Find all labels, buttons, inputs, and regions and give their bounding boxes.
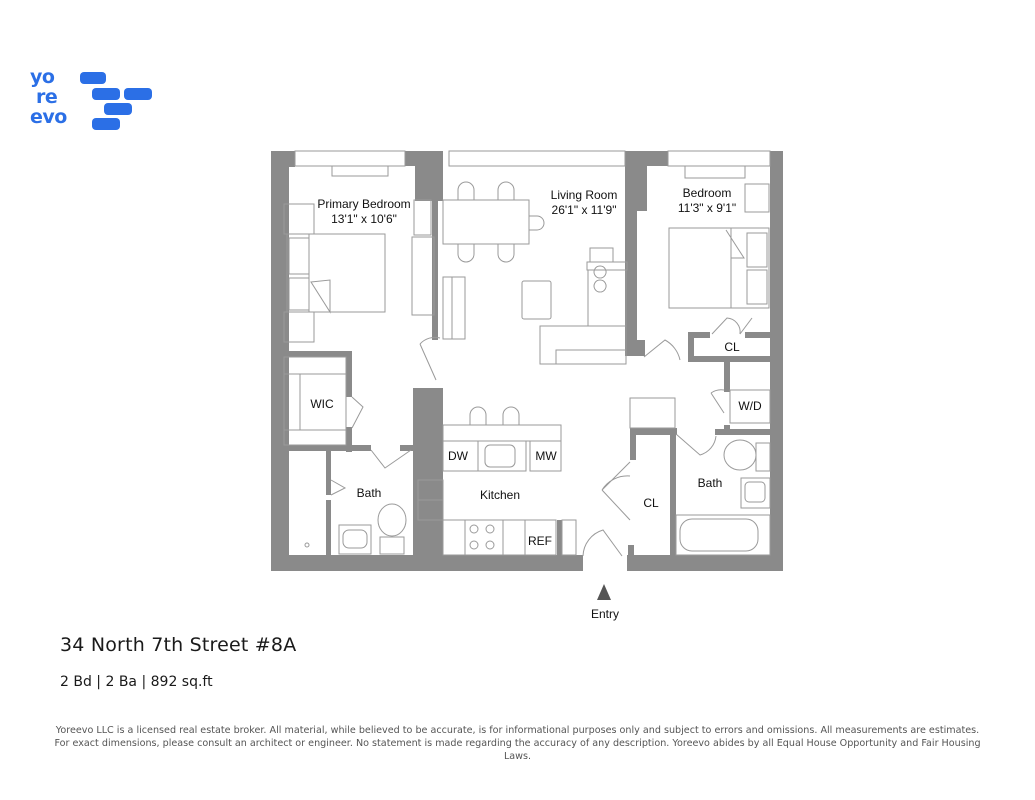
label-wic: WIC xyxy=(310,397,334,411)
label-microwave: MW xyxy=(535,449,557,463)
label-bath-left: Bath xyxy=(357,486,382,500)
room-name-living-room: Living Room xyxy=(551,188,618,202)
disclaimer-line-2: For exact dimensions, please consult an … xyxy=(54,738,981,762)
logo-wordmark: yo re evo xyxy=(30,68,67,128)
listing-address: 34 North 7th Street #8A xyxy=(60,634,297,656)
label-refrigerator: REF xyxy=(528,534,552,548)
room-dims-primary-bedroom: 13'1" x 10'6" xyxy=(331,212,397,226)
logo-line-evo: evo xyxy=(30,106,67,128)
walls xyxy=(271,151,783,571)
room-dims-bedroom: 11'3" x 9'1" xyxy=(678,201,736,215)
logo-brick-icon xyxy=(124,88,152,100)
logo-line-re: re xyxy=(36,86,58,108)
logo-brick-icon xyxy=(104,103,132,115)
disclaimer-line-1: Yoreevo LLC is a licensed real estate br… xyxy=(55,725,980,736)
label-kitchen: Kitchen xyxy=(480,488,520,502)
room-name-bedroom: Bedroom xyxy=(683,186,732,200)
label-closet-entry: CL xyxy=(643,496,659,510)
logo-line-yo: yo xyxy=(30,66,55,88)
room-name-primary-bedroom: Primary Bedroom xyxy=(317,197,410,211)
logo-brick-icon xyxy=(92,88,120,100)
legal-disclaimer: Yoreevo LLC is a licensed real estate br… xyxy=(40,724,995,763)
logo-brick-icon xyxy=(92,118,120,130)
label-washer-dryer: W/D xyxy=(738,399,762,413)
label-closet-bedroom: CL xyxy=(724,340,740,354)
fixtures xyxy=(283,150,771,557)
entry-arrow-icon xyxy=(597,584,611,600)
logo-brick-icon xyxy=(80,72,106,84)
label-dishwasher: DW xyxy=(448,449,469,463)
room-dims-living-room: 26'1" x 11'9" xyxy=(552,203,617,217)
label-bath-right: Bath xyxy=(698,476,723,490)
listing-specs: 2 Bd | 2 Ba | 892 sq.ft xyxy=(60,674,213,690)
yoreevo-logo: yo re evo xyxy=(30,68,155,133)
label-entry: Entry xyxy=(591,607,619,621)
